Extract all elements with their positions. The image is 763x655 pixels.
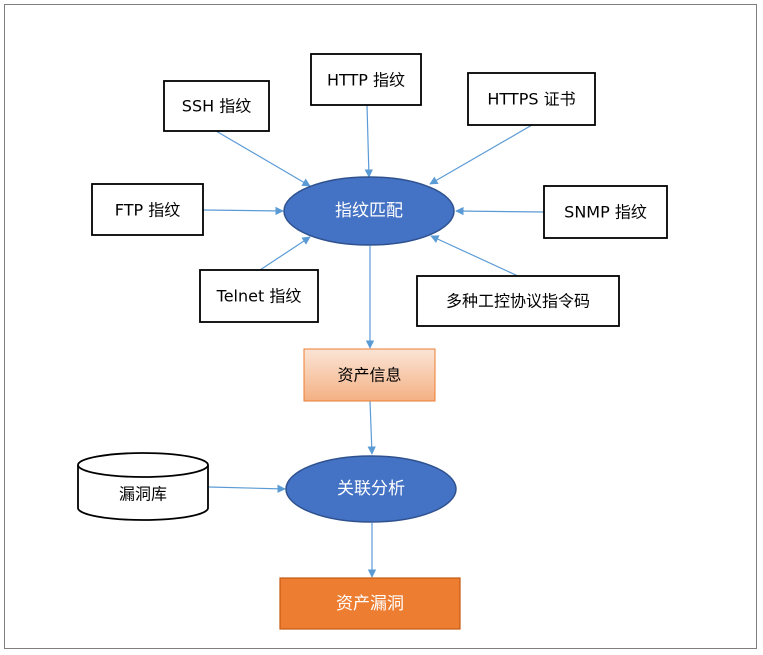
arrow-vulndb-to-correlation [208,484,286,493]
arrow-snmp-to-match [455,206,545,216]
node-https-label: HTTPS 证书 [487,90,575,109]
node-asset-vulnerabilities: 资产漏洞 [279,577,461,630]
arrow-https-to-match [429,124,533,185]
node-asset-vuln-label: 资产漏洞 [336,594,404,614]
node-snmp-label: SNMP 指纹 [564,203,647,222]
node-ssh-fingerprint: SSH 指纹 [163,80,270,132]
node-telnet-fingerprint: Telnet 指纹 [199,269,319,323]
node-http-fingerprint: HTTP 指纹 [310,53,422,106]
node-ics-label: 多种工控协议指令码 [446,292,590,311]
arrow-ics-to-match [430,235,519,277]
node-match-label: 指纹匹配 [335,201,403,221]
node-correlation-label: 关联分析 [337,479,405,499]
node-telnet-label: Telnet 指纹 [216,287,302,306]
node-correlation-analysis: 关联分析 [285,455,457,523]
node-https-certificate: HTTPS 证书 [467,72,596,126]
node-asset-info: 资产信息 [303,348,436,402]
node-fingerprint-matching: 指纹匹配 [283,176,455,246]
node-http-label: HTTP 指纹 [327,71,405,90]
node-ftp-fingerprint: FTP 指纹 [91,183,204,236]
node-ics-command-codes: 多种工控协议指令码 [416,275,620,327]
arrow-asset-info-to-correlation [367,400,376,455]
connectors [202,104,545,578]
node-asset-info-label: 资产信息 [337,366,401,385]
node-vulnerability-db: 漏洞库 [77,452,209,521]
arrow-http-to-match [364,104,373,178]
node-snmp-fingerprint: SNMP 指纹 [543,185,668,239]
node-ftp-label: FTP 指纹 [115,201,180,220]
arrow-ssh-to-match [215,130,311,187]
arrow-ftp-to-match [202,206,284,216]
arrow-telnet-to-match [259,236,311,271]
node-ssh-label: SSH 指纹 [182,97,251,116]
node-vulndb-label: 漏洞库 [119,485,167,504]
outer-border [4,4,757,649]
